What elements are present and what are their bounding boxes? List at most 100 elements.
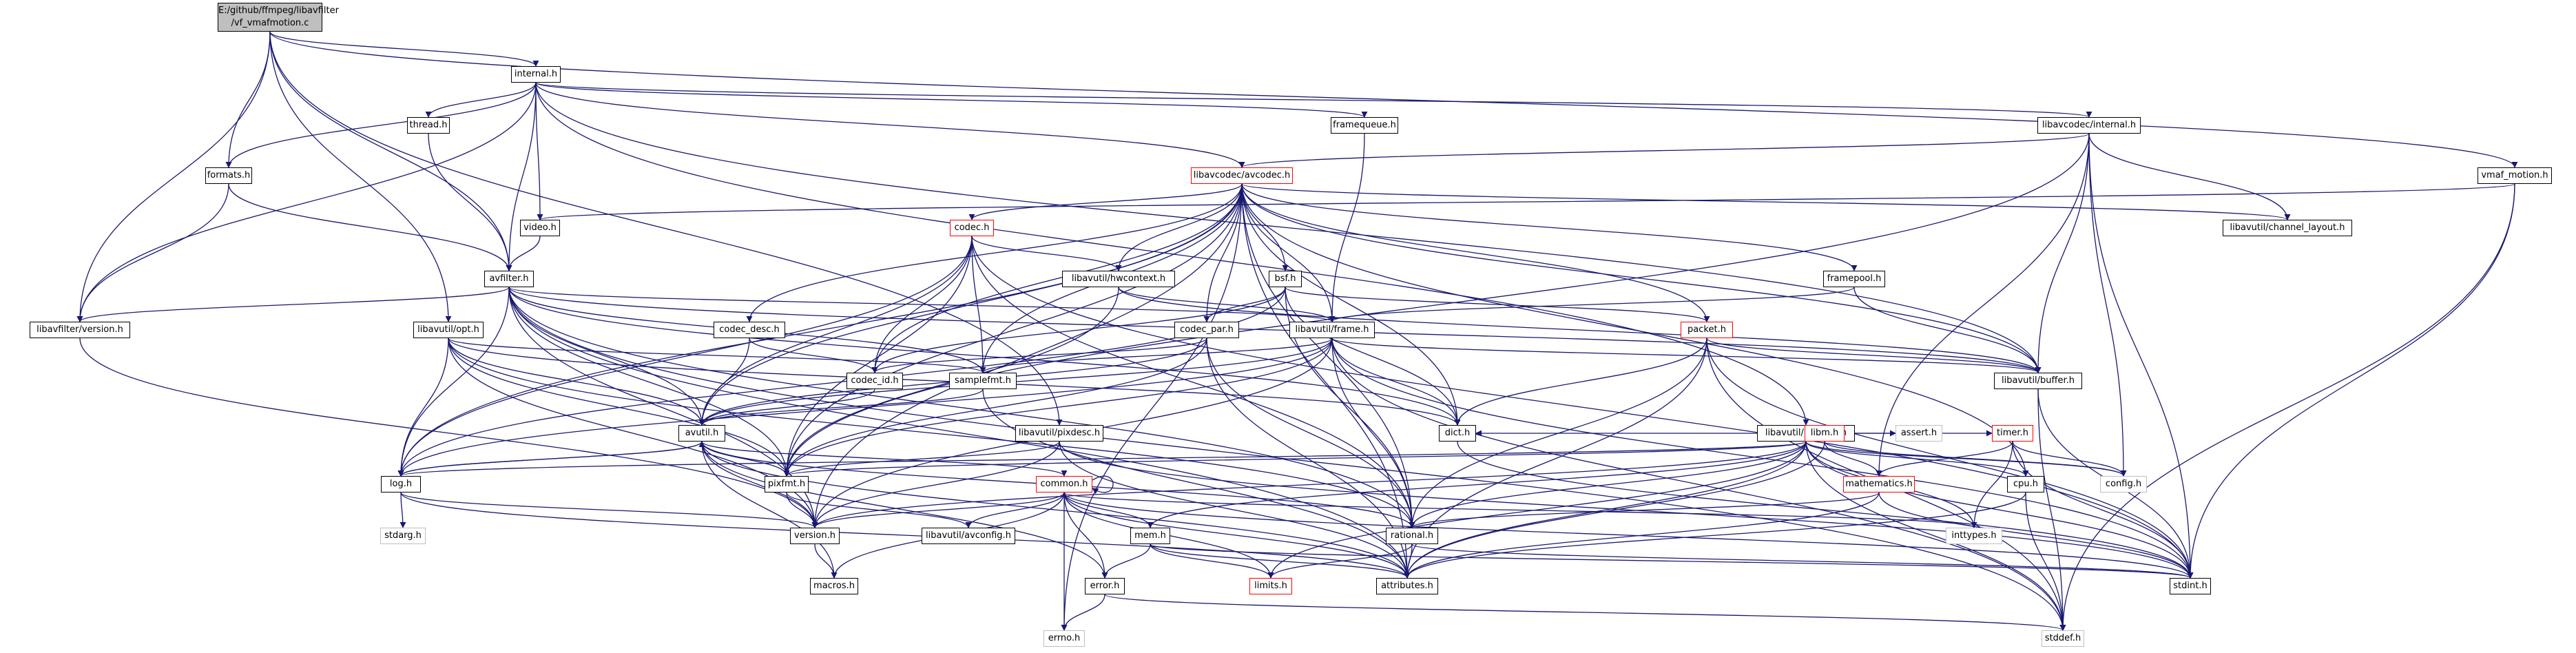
node-libavfilter-version-h[interactable]: libavfilter/version.h (30, 322, 130, 338)
edge-avcodec-to-codec_par (1203, 183, 1243, 322)
edge-avcodec-to-errno (1061, 183, 1243, 631)
node-codec-id-h[interactable]: codec_id.h (846, 373, 903, 389)
edge-avutil_internal-to-cpu (1805, 441, 2029, 477)
node-avutil-h[interactable]: avutil.h (678, 425, 725, 442)
node-mem-h[interactable]: mem.h (1130, 528, 1170, 544)
edge-frame-to-dict (1331, 338, 1461, 426)
node-libavutil-hwcontext-h[interactable]: libavutil/hwcontext.h (1062, 271, 1175, 287)
edge-avcodec_internal-to-mathematics (1876, 133, 2090, 477)
edge-root-to-avfilter_version (76, 31, 271, 322)
node-mathematics-h[interactable]: mathematics.h (1843, 476, 1915, 493)
node-macros-h[interactable]: macros.h (810, 578, 858, 594)
edge-error-to-errno (1061, 594, 1105, 631)
node-stdarg-h[interactable]: stdarg.h (380, 528, 426, 544)
node-libavutil-frame-h[interactable]: libavutil/frame.h (1289, 322, 1375, 338)
edge-internal-to-avfilter_version (76, 82, 537, 322)
node-config-h[interactable]: config.h (2100, 476, 2147, 493)
edge-video-to-avfilter (506, 236, 541, 271)
edge-frame-to-buffer (1331, 338, 2042, 373)
node-stdint-h[interactable]: stdint.h (2170, 578, 2211, 594)
node-packet-h[interactable]: packet.h (1681, 322, 1733, 338)
node-thread-h[interactable]: thread.h (407, 117, 450, 134)
edge-internal-to-video (535, 82, 543, 220)
edge-pixdesc-to-attributes (1059, 441, 1411, 579)
node-dict-h[interactable]: dict.h (1439, 425, 1476, 442)
edge-frame-to-samplefmt (979, 338, 1333, 373)
edge-root-to-formats (225, 31, 271, 168)
node-codec-desc-h[interactable]: codec_desc.h (714, 322, 785, 338)
node-libavcodec-avcodec-h[interactable]: libavcodec/avcodec.h (1191, 167, 1293, 184)
node-libavutil-opt-h[interactable]: libavutil/opt.h (413, 322, 484, 338)
edge-timer-to-inttypes (1971, 441, 2013, 528)
node-video-h[interactable]: video.h (520, 220, 560, 236)
node-libavutil-channel-layout-h[interactable]: libavutil/channel_layout.h (2223, 220, 2352, 236)
node-libavcodec-internal-h[interactable]: libavcodec/internal.h (2037, 117, 2141, 134)
node-libavutil-pixdesc-h[interactable]: libavutil/pixdesc.h (1015, 425, 1103, 442)
edge-avutil_internal-to-log (398, 441, 1807, 477)
node-framepool-h[interactable]: framepool.h (1823, 271, 1885, 287)
edge-common-to-mem (1063, 492, 1154, 528)
edge-codec-to-rational (971, 236, 1415, 528)
edge-codec-to-pixfmt (783, 236, 973, 477)
edge-avcodec-to-hwcontext (1115, 183, 1243, 271)
node-common-h[interactable]: common.h (1036, 476, 1092, 493)
node-version-h[interactable]: version.h (790, 528, 840, 544)
edge-avutil_internal-to-rational (1409, 441, 1807, 528)
node-libavutil-avconfig-h[interactable]: libavutil/avconfig.h (922, 528, 1015, 544)
node-error-h[interactable]: error.h (1085, 578, 1125, 594)
edge-codec-to-log (397, 236, 973, 477)
node-inttypes-h[interactable]: inttypes.h (1946, 528, 2002, 544)
edge-mathematics-to-rational (1409, 492, 1880, 528)
edge-avutil-to-version (701, 441, 818, 528)
edge-hwcontext-to-frame (1118, 287, 1336, 322)
edge-avfilter-to-pixfmt (508, 287, 790, 477)
edge-codec_par-to-attributes (1206, 338, 1411, 579)
node-libm-h[interactable]: libm.h (1805, 425, 1845, 442)
edge-avcodec-to-attributes (1241, 183, 1411, 579)
edge-opt-to-pixfmt (448, 338, 790, 477)
edge-bsf-to-dict (1285, 287, 1461, 426)
node-formats-h[interactable]: formats.h (205, 167, 252, 184)
edge-error-to-stddef (1104, 594, 2066, 631)
node-errno-h[interactable]: errno.h (1043, 630, 1085, 647)
node-log-h[interactable]: log.h (381, 476, 421, 493)
edge-frame-to-rational (1331, 338, 1415, 528)
edge-log-to-version (400, 492, 818, 528)
edge-pixdesc-to-version (811, 441, 1060, 528)
edge-log-to-stdarg (399, 492, 406, 528)
node-cpu-h[interactable]: cpu.h (2007, 476, 2044, 493)
node-stddef-h[interactable]: stddef.h (2042, 630, 2084, 647)
edge-avcodec-to-buffer (1241, 183, 2042, 373)
node-pixfmt-h[interactable]: pixfmt.h (765, 476, 809, 493)
node-codec-par-h[interactable]: codec_par.h (1174, 322, 1239, 338)
edge-common-to-stdint (1063, 492, 2194, 579)
edge-frame-to-log (397, 338, 1333, 477)
node-libavutil-buffer-h[interactable]: libavutil/buffer.h (1994, 373, 2082, 389)
node-timer-h[interactable]: timer.h (1992, 425, 2033, 442)
node-limits-h[interactable]: limits.h (1249, 578, 1292, 594)
edge-mem-to-attributes (1150, 543, 1411, 579)
edge-mem-to-stdint (1150, 543, 2194, 579)
node-attributes-h[interactable]: attributes.h (1376, 578, 1438, 594)
edge-libm-to-attributes (1404, 441, 1825, 579)
node-samplefmt-h[interactable]: samplefmt.h (949, 373, 1017, 389)
edge-root-to-avfilter (269, 31, 512, 271)
edge-codec_id-to-avutil (698, 388, 875, 426)
edge-common-to-version (811, 492, 1065, 528)
edge-avcodec-to-codec_desc (746, 183, 1243, 322)
node-framequeue-h[interactable]: framequeue.h (1331, 117, 1398, 134)
node-internal-h[interactable]: internal.h (511, 66, 561, 83)
edge-bsf-to-codec_par (1203, 287, 1286, 322)
node-avfilter-h[interactable]: avfilter.h (484, 271, 534, 287)
node-assert-h[interactable]: assert.h (1895, 425, 1942, 442)
node-vmaf-motion-h[interactable]: vmaf_motion.h (2478, 167, 2552, 184)
edge-buffer-to-stddef (2037, 388, 2066, 631)
edge-avfilter-to-log (397, 287, 510, 477)
node-codec-h[interactable]: codec.h (950, 220, 994, 236)
node-bsf-h[interactable]: bsf.h (1269, 271, 1302, 287)
edge-avcodec-to-bsf (1241, 183, 1289, 271)
node-rational-h[interactable]: rational.h (1386, 528, 1438, 544)
edge-thread-to-avfilter (428, 133, 512, 271)
edge-opt-to-rational (448, 338, 1415, 528)
